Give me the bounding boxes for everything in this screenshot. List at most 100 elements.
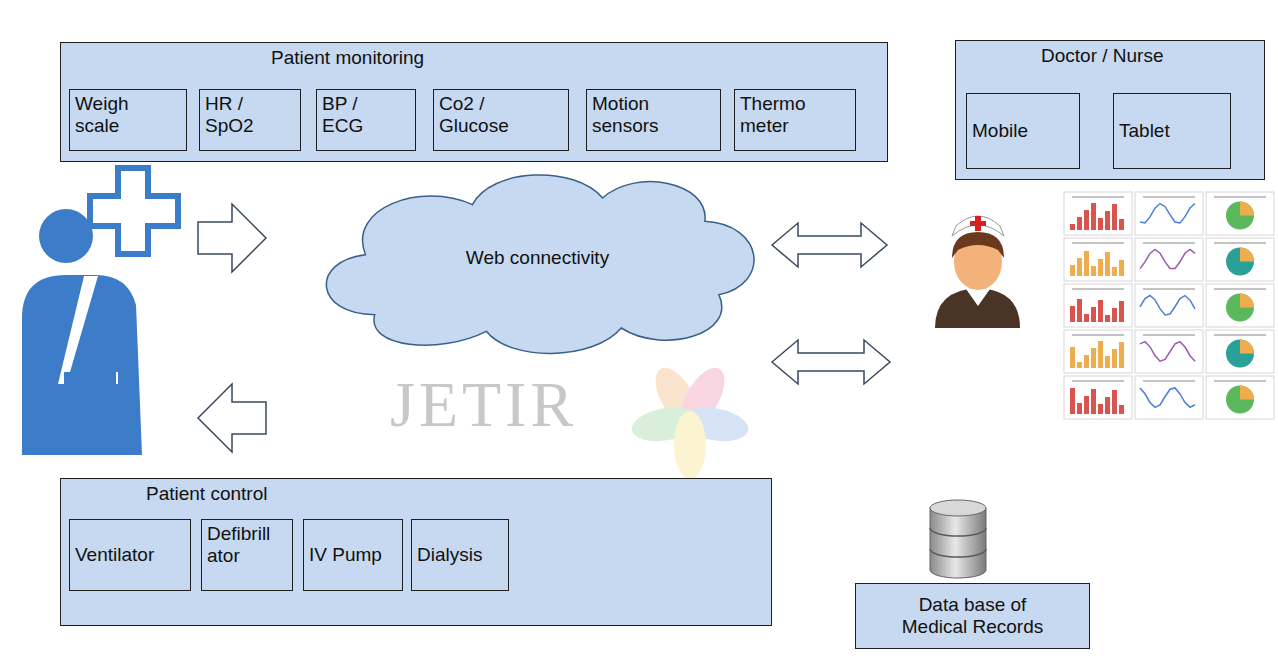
chart-slice: [1240, 202, 1254, 216]
watermark-text: JETIR: [390, 368, 577, 442]
chart-bar: [1077, 258, 1082, 276]
chart-bar: [1112, 204, 1117, 230]
chart-bar: [1091, 266, 1096, 276]
dashboard-charts: [1064, 192, 1274, 419]
chart-thumb: [1135, 376, 1203, 419]
chart-frame: [1206, 376, 1274, 419]
chart-bar: [1098, 341, 1103, 368]
device-box: Co2 / Glucose: [433, 89, 569, 151]
chart-title-bar: [1214, 288, 1266, 289]
chart-title-bar: [1143, 380, 1195, 381]
group-panel: Patient monitoringWeigh scaleHR / SpO2BP…: [60, 42, 888, 162]
device-box: Mobile: [966, 93, 1080, 169]
chart-bar: [1070, 388, 1075, 414]
db-body: [930, 508, 986, 578]
chart-thumb: [1206, 330, 1274, 373]
patient-figure: [10, 165, 192, 455]
chart-bar: [1084, 210, 1089, 230]
chart-bar: [1119, 342, 1124, 368]
chart-frame: [1064, 192, 1132, 235]
chart-title-bar: [1072, 334, 1124, 335]
box-label: Weigh scale: [75, 93, 175, 137]
block-connector: [772, 340, 890, 384]
chart-frame: [1135, 330, 1203, 373]
database-box: Data base of Medical Records: [855, 583, 1090, 649]
chart-frame: [1206, 284, 1274, 327]
group-panel: Doctor / NurseMobileTablet: [955, 40, 1265, 180]
chart-pie: [1226, 340, 1254, 368]
chart-thumb: [1135, 330, 1203, 373]
chart-pie: [1226, 202, 1254, 230]
medical-cross: [90, 168, 178, 254]
chart-thumb: [1206, 284, 1274, 327]
db-rings: [930, 528, 986, 557]
chart-bar: [1070, 224, 1075, 230]
chart-title-bar: [1214, 334, 1266, 335]
chart-line: [1140, 296, 1195, 315]
chart-frame: [1064, 284, 1132, 327]
chart-bar: [1091, 203, 1096, 230]
chart-bar: [1098, 259, 1103, 276]
chart-bar: [1105, 252, 1110, 276]
chart-line: [1140, 342, 1195, 362]
chart-pie: [1226, 248, 1254, 276]
chart-bar: [1119, 219, 1124, 230]
device-box: Weigh scale: [69, 89, 187, 151]
chart-line: [1140, 250, 1195, 269]
box-label: BP / ECG: [322, 93, 384, 137]
chart-bar: [1077, 362, 1082, 368]
chart-frame: [1135, 284, 1203, 327]
device-box: Thermo meter: [734, 89, 856, 151]
chart-title-bar: [1143, 334, 1195, 335]
chart-bar: [1084, 251, 1089, 276]
device-box: Ventilator: [69, 519, 191, 591]
group-heading: Patient control: [146, 483, 267, 505]
chart-thumb: [1206, 376, 1274, 419]
chart-frame: [1135, 192, 1203, 235]
chart-thumb: [1064, 192, 1132, 235]
chart-slice: [1240, 340, 1254, 354]
chart-title-bar: [1072, 242, 1124, 243]
chart-slice: [1240, 248, 1254, 262]
chart-bar: [1077, 217, 1082, 230]
chart-bar: [1070, 306, 1075, 322]
box-label: Thermo meter: [740, 93, 822, 137]
chart-thumb: [1135, 284, 1203, 327]
device-box: Tablet: [1113, 93, 1231, 169]
chart-thumb: [1064, 376, 1132, 419]
chart-bar: [1091, 348, 1096, 368]
block-arrow: [198, 384, 266, 452]
box-label: Motion sensors: [592, 93, 678, 137]
chart-thumb: [1135, 192, 1203, 235]
box-label: Web connectivity: [466, 247, 609, 269]
chart-bar: [1077, 299, 1082, 322]
chart-bar: [1098, 300, 1103, 322]
block-connector: [772, 223, 887, 267]
chart-title-bar: [1072, 196, 1124, 197]
device-box: BP / ECG: [316, 89, 416, 151]
database-icon: [930, 500, 986, 578]
chart-bar: [1070, 347, 1075, 368]
chart-frame: [1206, 192, 1274, 235]
nurse-cap: [952, 216, 1004, 236]
network-cloud: Web connectivity: [305, 158, 770, 358]
chart-bar: [1098, 404, 1103, 414]
chart-title-bar: [1143, 288, 1195, 289]
chart-slice: [1240, 386, 1254, 400]
box-label: Tablet: [1119, 120, 1219, 142]
chart-bar: [1077, 403, 1082, 414]
chart-bar: [1119, 405, 1124, 414]
db-top: [930, 500, 986, 516]
box-label: IV Pump: [309, 544, 395, 566]
chart-bar: [1098, 218, 1103, 230]
box-label: Defibrill ator: [207, 523, 285, 567]
chart-bar: [1119, 260, 1124, 276]
box-label: HR / SpO2: [205, 93, 275, 137]
chart-title-bar: [1143, 196, 1195, 197]
device-box: HR / SpO2: [199, 89, 301, 151]
chart-bar: [1084, 396, 1089, 414]
nurse-cap-cross: [970, 216, 986, 231]
chart-title-bar: [1214, 380, 1266, 381]
chart-pie: [1226, 294, 1254, 322]
patient-ground: [10, 165, 192, 455]
